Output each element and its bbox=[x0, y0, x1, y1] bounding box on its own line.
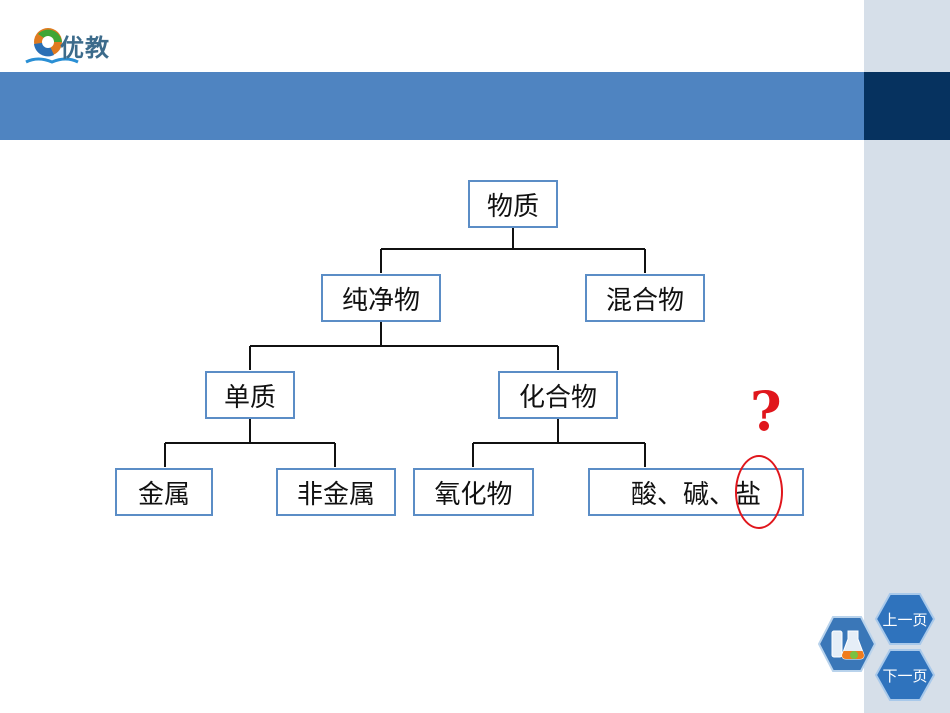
brand-name: 优教 bbox=[60, 34, 110, 62]
node-mixture: 混合物 bbox=[585, 274, 705, 322]
node-pure-substance: 纯净物 bbox=[321, 274, 441, 322]
title-band bbox=[0, 72, 864, 140]
hexagon-icon bbox=[874, 649, 936, 701]
lab-flask-icon bbox=[818, 616, 876, 672]
next-page-label: 下一页 bbox=[882, 666, 928, 685]
logo bbox=[24, 22, 164, 70]
hexagon-icon bbox=[874, 593, 936, 645]
node-element: 单质 bbox=[205, 371, 295, 419]
node-oxide: 氧化物 bbox=[413, 468, 534, 516]
node-compound: 化合物 bbox=[498, 371, 618, 419]
sidebar-accent bbox=[864, 72, 950, 140]
node-nonmetal: 非金属 bbox=[276, 468, 396, 516]
prev-page-label: 上一页 bbox=[882, 610, 928, 629]
salt-highlight-circle bbox=[735, 455, 783, 529]
prev-page-button[interactable]: 上一页 bbox=[874, 592, 936, 646]
node-substance: 物质 bbox=[468, 180, 558, 228]
next-page-button[interactable]: 下一页 bbox=[874, 648, 936, 702]
book-swirl-icon bbox=[25, 28, 79, 64]
question-mark: ? bbox=[750, 379, 782, 443]
node-metal: 金属 bbox=[115, 468, 213, 516]
